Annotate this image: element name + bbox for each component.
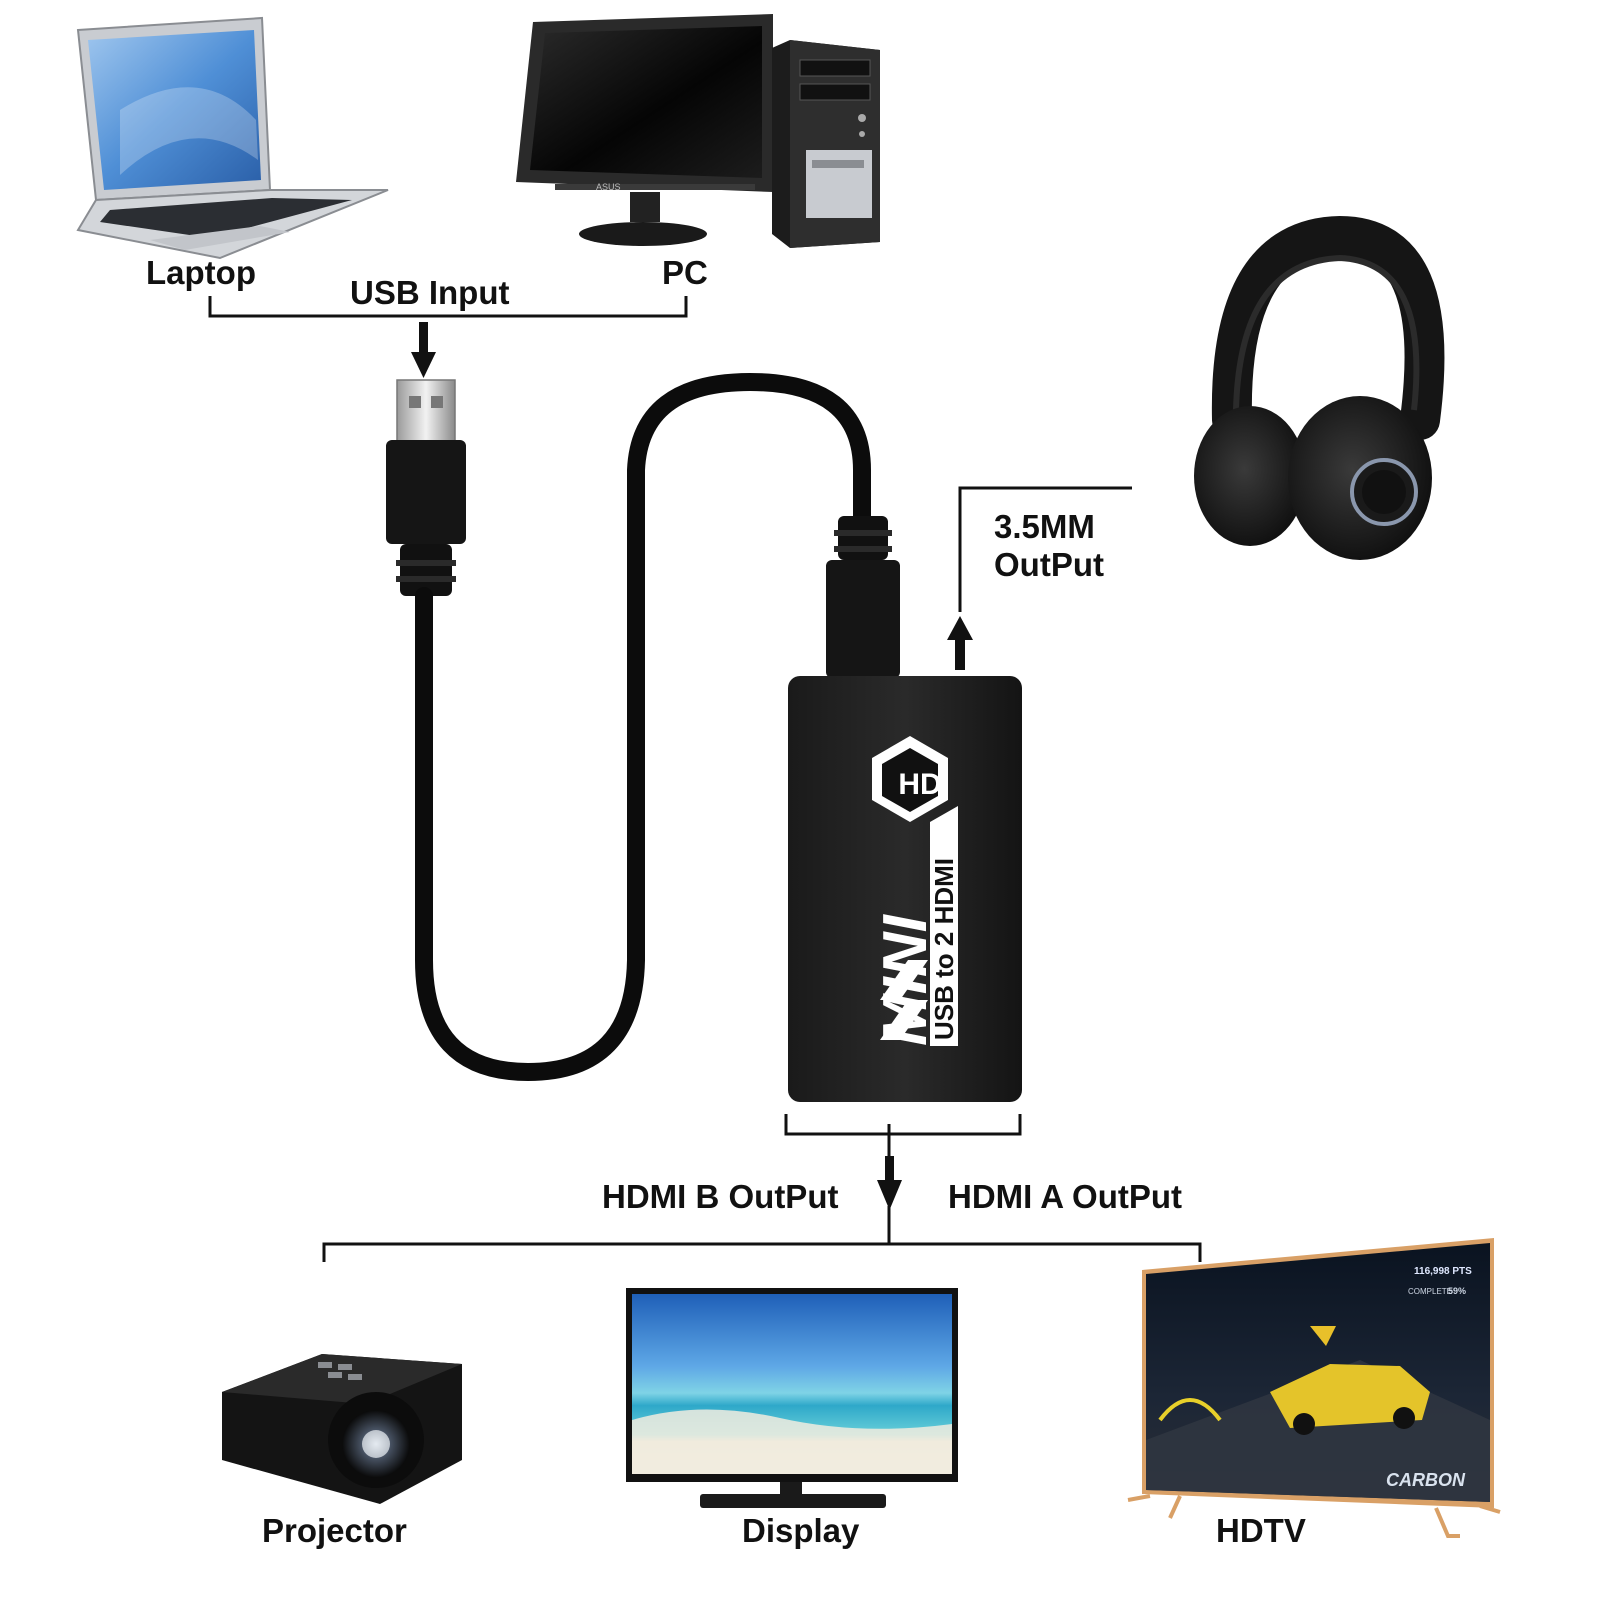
hdtv-illustration: [1127, 1238, 1501, 1538]
device-distribution-bracket: [322, 1206, 1202, 1262]
laptop-label: Laptop: [146, 256, 256, 291]
adapter-device: [788, 676, 1022, 1102]
hdtv-screen-title: CARBON: [1386, 1470, 1466, 1490]
audio-output-label-line1: 3.5MM: [994, 508, 1095, 545]
usb-input-bracket: [208, 296, 688, 318]
adapter-usb-connector: [826, 516, 900, 678]
hdmi-b-output-label: HDMI B OutPut: [602, 1180, 839, 1215]
projector-label: Projector: [262, 1514, 407, 1549]
projector-illustration: [222, 1354, 462, 1504]
usb-a-plug: [386, 379, 466, 596]
hdtv-screen-points: 116,998 PTS: [1414, 1266, 1472, 1277]
usb-input-arrow: [411, 322, 436, 378]
pc-illustration: ASUS: [516, 14, 880, 248]
audio-output-label-line2: OutPut: [994, 545, 1104, 583]
audio-output-arrow: [947, 486, 1132, 670]
pc-label: PC: [662, 256, 708, 291]
mini-slash-graphic: [880, 960, 928, 1040]
hdmi-a-output-label: HDMI A OutPut: [948, 1180, 1183, 1215]
usb-cable: [415, 372, 871, 1082]
adapter-logo-text: HD: [898, 768, 941, 801]
hdmi-output-arrow: [877, 1156, 902, 1210]
hdtv-screen-complete: COMPLETE: [1408, 1287, 1452, 1296]
usb-input-label: USB Input: [350, 276, 510, 311]
adapter-output-bracket: [784, 1114, 1022, 1160]
pc-brand-label: ASUS: [596, 182, 621, 192]
hdtv-screen-percent: 59%: [1448, 1286, 1466, 1296]
adapter-brand-text: MINI: [871, 913, 940, 1046]
laptop-illustration: [76, 16, 389, 260]
hdtv-label: HDTV: [1216, 1514, 1306, 1549]
display-illustration: [626, 1288, 958, 1508]
display-label: Display: [742, 1514, 860, 1549]
headphones-illustration: [1194, 215, 1445, 560]
adapter-model-text: USB to 2 HDMI: [929, 858, 959, 1040]
